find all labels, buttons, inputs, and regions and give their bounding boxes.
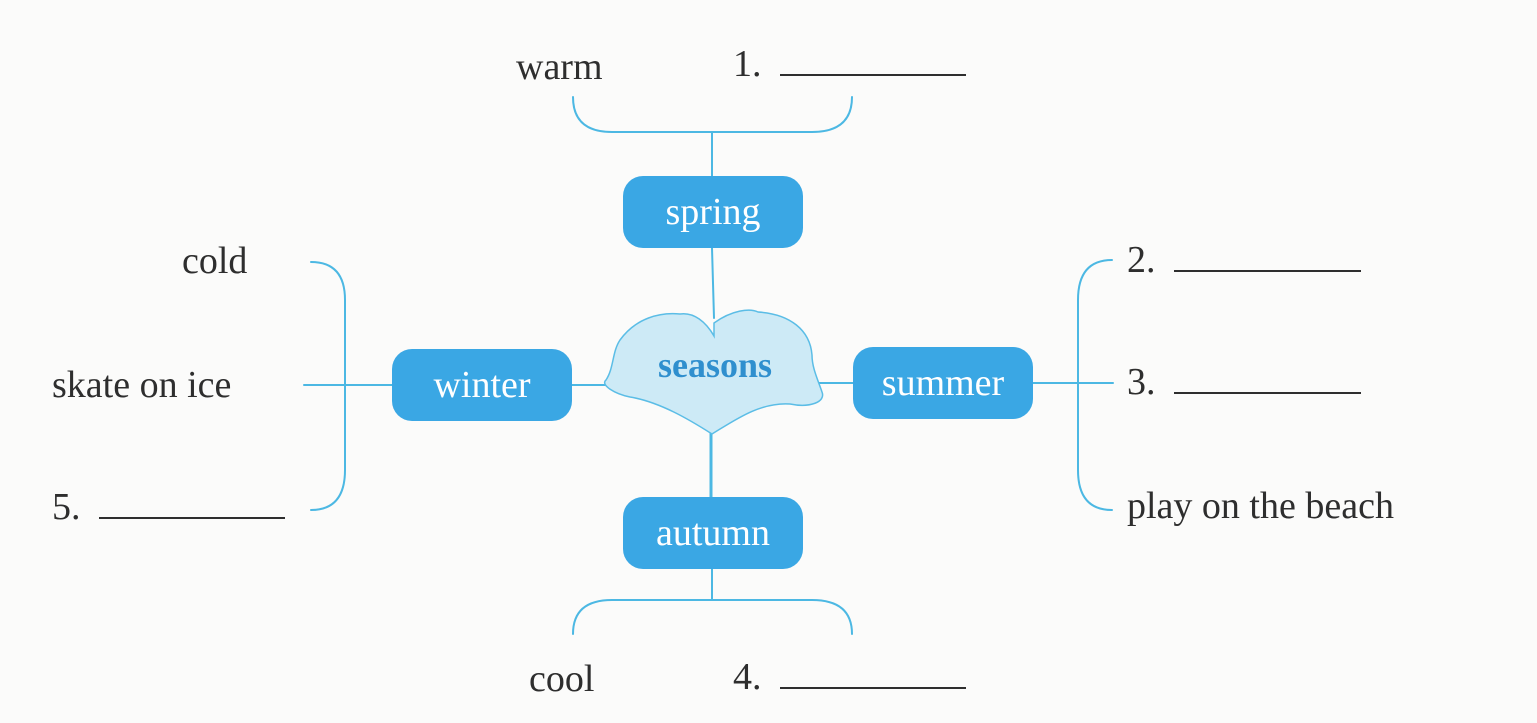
- winter-item-blank-5: 5.: [52, 487, 285, 526]
- blank-number-1: 1.: [733, 43, 762, 85]
- summer-item-beach: play on the beach: [1127, 485, 1394, 527]
- spring-center-line: [711, 247, 715, 319]
- blank-line-3[interactable]: [1173, 362, 1361, 394]
- blank-number-5: 5.: [52, 486, 81, 528]
- winter-item-cold: cold: [182, 240, 248, 282]
- summer-item-blank-2: 2.: [1127, 240, 1361, 279]
- summer-brace: [1077, 259, 1113, 511]
- blank-line-2[interactable]: [1173, 240, 1361, 272]
- leaf-shape: [603, 309, 824, 435]
- summer-item-blank-3: 3.: [1127, 362, 1361, 401]
- blank-number-4: 4.: [733, 656, 762, 698]
- season-winter: winter: [392, 349, 572, 421]
- season-spring: spring: [623, 176, 803, 248]
- spring-item-blank-1: 1.: [733, 44, 966, 83]
- winter-item-skate: skate on ice: [52, 364, 232, 406]
- blank-line-5[interactable]: [98, 487, 285, 519]
- spring-item-warm: warm: [516, 46, 603, 88]
- blank-number-2: 2.: [1127, 239, 1156, 281]
- spring-brace: [572, 96, 853, 133]
- blank-line-1[interactable]: [779, 44, 966, 76]
- autumn-item-cool: cool: [529, 658, 595, 700]
- blank-line-4[interactable]: [779, 657, 966, 689]
- autumn-brace: [572, 599, 853, 635]
- blank-number-3: 3.: [1127, 361, 1156, 403]
- season-autumn: autumn: [623, 497, 803, 569]
- center-label: seasons: [657, 345, 773, 385]
- season-summer: summer: [853, 347, 1033, 419]
- winter-brace: [310, 261, 346, 511]
- autumn-item-blank-4: 4.: [733, 657, 966, 696]
